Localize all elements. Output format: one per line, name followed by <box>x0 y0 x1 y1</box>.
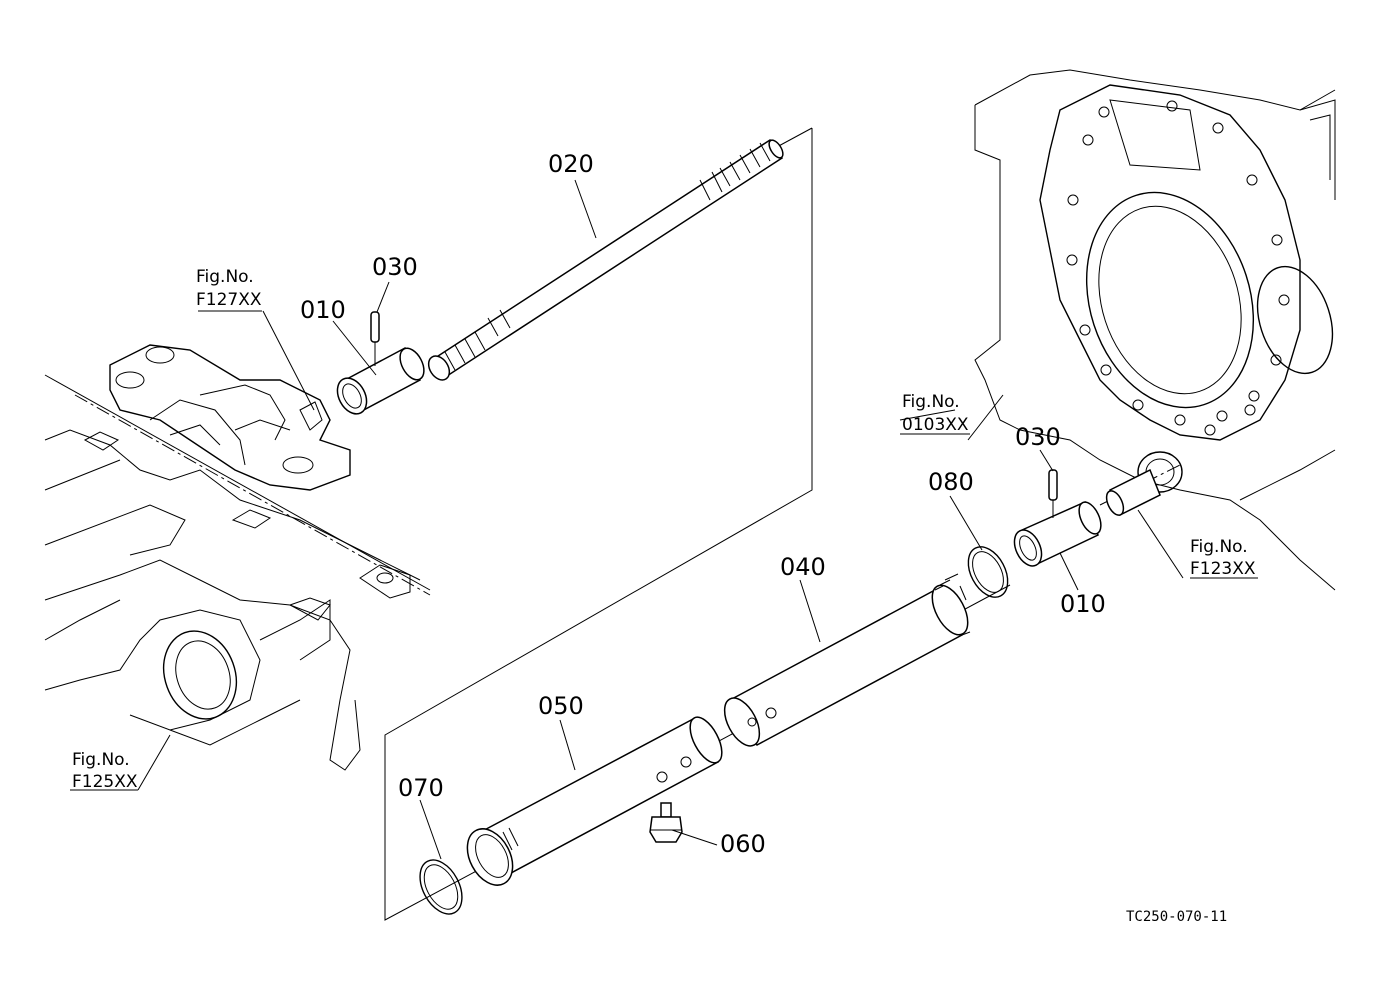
fig-ref-label: Fig.No. <box>72 750 130 770</box>
pin-030-right-drawing <box>1048 469 1058 518</box>
fig-ref-0103[interactable]: Fig.No. 0103XX <box>902 392 969 435</box>
fig-ref-f125[interactable]: Fig.No. F125XX <box>72 750 138 792</box>
shaft-020-drawing <box>427 138 784 381</box>
part-label-010-right[interactable]: 010 <box>1060 590 1106 618</box>
part-label-050[interactable]: 050 <box>538 692 584 720</box>
part-label-030-right[interactable]: 030 <box>1015 423 1061 451</box>
part-label-070[interactable]: 070 <box>398 774 444 802</box>
fig-ref-code: F127XX <box>196 290 262 310</box>
part-label-080[interactable]: 080 <box>928 468 974 496</box>
sleeve-010-right-drawing <box>1013 500 1102 567</box>
part-label-020[interactable]: 020 <box>548 150 594 178</box>
right-housing-drawing <box>974 69 1336 591</box>
center-line-left <box>74 394 431 596</box>
o-ring-080-drawing <box>967 546 1009 598</box>
part-label-040[interactable]: 040 <box>780 553 826 581</box>
leader-lines <box>70 179 1258 860</box>
fig-ref-f123[interactable]: Fig.No. F123XX <box>1190 537 1256 579</box>
pin-030-left-drawing <box>370 311 380 366</box>
part-label-010-left[interactable]: 010 <box>300 296 346 324</box>
assembly-boundary <box>384 128 1011 921</box>
tube-050-drawing <box>466 716 723 886</box>
sleeve-010-left-drawing <box>336 346 425 415</box>
fig-ref-label: Fig.No. <box>1190 537 1248 557</box>
stub-shaft-drawing <box>1105 468 1161 517</box>
left-housing-drawing <box>44 344 431 771</box>
fig-ref-label: Fig.No. <box>196 267 254 287</box>
part-label-030-left[interactable]: 030 <box>372 253 418 281</box>
fig-ref-code: F123XX <box>1190 559 1256 579</box>
drawing-code: TC250-070-11 <box>1126 909 1227 925</box>
fig-ref-f127[interactable]: Fig.No. F127XX <box>196 267 262 310</box>
plug-060-drawing <box>649 802 683 843</box>
tube-040-drawing <box>723 573 971 747</box>
fig-ref-code: F125XX <box>72 772 138 792</box>
part-label-060[interactable]: 060 <box>720 830 766 858</box>
o-ring-070-drawing <box>419 859 463 915</box>
fig-ref-label: Fig.No. <box>902 392 960 412</box>
fig-ref-code: 0103XX <box>902 415 969 435</box>
